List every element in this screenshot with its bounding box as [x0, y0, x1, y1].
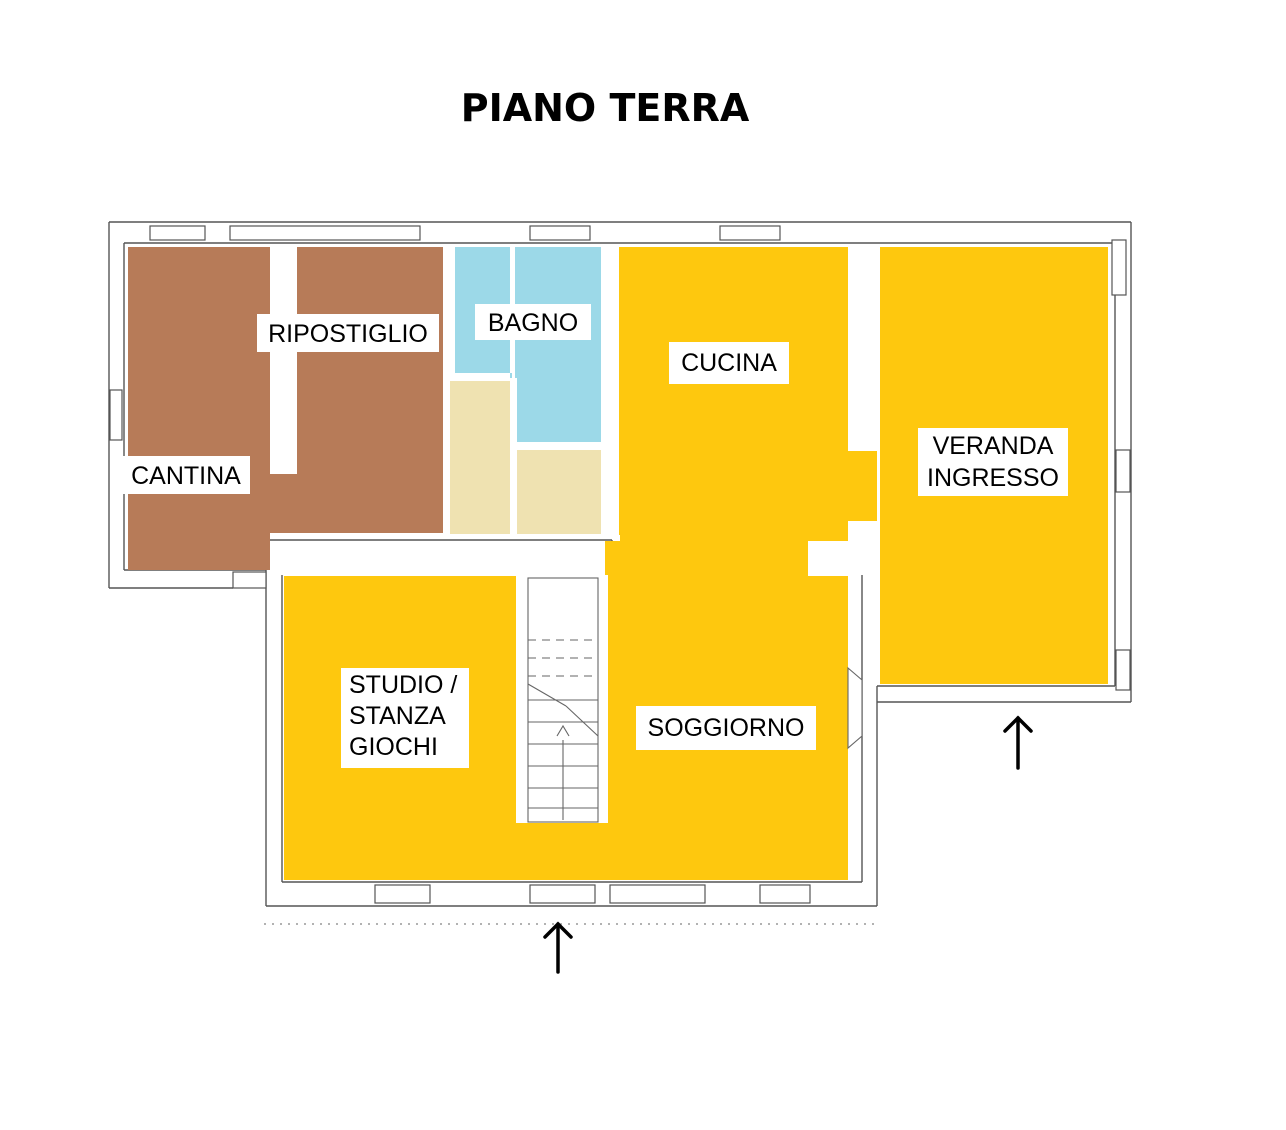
svg-text:RIPOSTIGLIO: RIPOSTIGLIO [268, 320, 428, 348]
label-ripostiglio: RIPOSTIGLIO [257, 314, 439, 352]
cucina-soggiorno-area [605, 247, 877, 880]
label-soggiorno: SOGGIORNO [636, 706, 816, 750]
svg-text:SOGGIORNO: SOGGIORNO [648, 714, 805, 742]
fireplace [847, 666, 863, 750]
svg-text:GIOCHI: GIOCHI [349, 733, 438, 761]
disimpegno-area-1 [450, 381, 510, 534]
svg-text:STUDIO /: STUDIO / [349, 671, 457, 699]
cantina-area [128, 247, 443, 570]
svg-text:CANTINA: CANTINA [131, 462, 241, 490]
entrance-arrow-icon [1003, 715, 1033, 770]
disimpegno-area-2 [517, 450, 601, 534]
staircase [527, 577, 599, 823]
svg-text:STANZA: STANZA [349, 702, 446, 730]
bagno-area [455, 247, 601, 442]
label-cantina: CANTINA [122, 456, 250, 494]
windows [109, 225, 1131, 904]
svg-text:INGRESSO: INGRESSO [927, 464, 1059, 492]
wall-pillar [851, 247, 877, 450]
label-bagno: BAGNO [475, 304, 591, 340]
svg-text:CUCINA: CUCINA [681, 349, 777, 377]
page-title: PIANO TERRA [460, 86, 750, 130]
label-veranda: VERANDA INGRESSO [918, 428, 1068, 496]
svg-text:BAGNO: BAGNO [488, 309, 578, 337]
entrance-arrow-icon [543, 921, 573, 974]
svg-text:VERANDA: VERANDA [933, 432, 1054, 460]
label-studio: STUDIO / STANZA GIOCHI [341, 668, 469, 768]
label-cucina: CUCINA [669, 342, 789, 384]
